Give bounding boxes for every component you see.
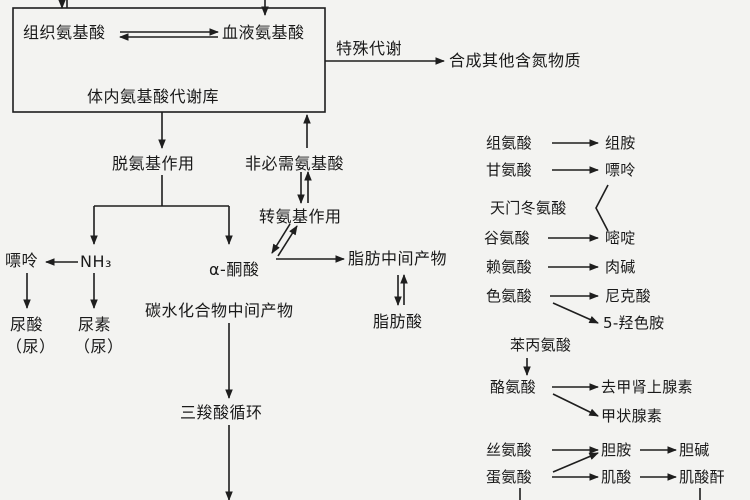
ethanolamine-label: 胆胺 — [601, 441, 632, 459]
glutamate-label: 谷氨酸 — [484, 229, 530, 247]
blood-amino-acid-label: 血液氨基酸 — [222, 23, 305, 42]
norepinephrine-label: 去甲肾上腺素 — [601, 378, 693, 396]
uric-acid-note: （尿） — [6, 337, 56, 356]
carbohydrate-intermediate-label: 碳水化合物中间产物 — [145, 301, 294, 320]
purine-label: 嘌呤 — [5, 251, 39, 270]
purine-product-label: 嘌呤 — [605, 161, 636, 179]
nonessential-amino-acid-label: 非必需氨基酸 — [245, 154, 345, 173]
tissue-amino-acid-label: 组织氨基酸 — [23, 23, 106, 42]
methionine-label: 蛋氨酸 — [486, 468, 532, 486]
nh3-label: NH₃ — [80, 252, 112, 271]
fat-intermediate-label: 脂肪中间产物 — [348, 249, 448, 268]
aspartate-label: 天门冬氨酸 — [490, 199, 567, 217]
pyrimidine-label: 嘧啶 — [605, 229, 636, 247]
choline-label: 胆碱 — [679, 441, 710, 459]
tryptophan-label: 色氨酸 — [486, 287, 532, 305]
serotonin-label: 5-羟色胺 — [603, 314, 665, 332]
urea-label: 尿素 — [78, 315, 112, 334]
tyrosine-label: 酪氨酸 — [490, 378, 536, 396]
glycine-label: 甘氨酸 — [486, 161, 532, 179]
urea-note: （尿） — [74, 337, 124, 356]
amino-acid-pool-title: 体内氨基酸代谢库 — [87, 87, 220, 106]
uric-acid-label: 尿酸 — [10, 315, 44, 334]
creatinine-label: 肌酸酐 — [679, 468, 725, 486]
histamine-label: 组胺 — [605, 134, 636, 152]
serine-label: 丝氨酸 — [486, 441, 532, 459]
deamination-label: 脱氨基作用 — [112, 154, 195, 173]
niacin-label: 尼克酸 — [605, 287, 651, 305]
transamination-label: 转氨基作用 — [259, 207, 342, 226]
phenylalanine-label: 苯丙氨酸 — [510, 336, 572, 354]
creatine-label: 肌酸 — [601, 468, 632, 486]
amino-acid-pool-box — [12, 7, 326, 113]
fatty-acid-label: 脂肪酸 — [373, 312, 423, 331]
thyroxine-label: 甲状腺素 — [601, 407, 663, 425]
lysine-label: 赖氨酸 — [486, 258, 532, 276]
histidine-label: 组氨酸 — [486, 134, 532, 152]
tca-cycle-label: 三羧酸循环 — [180, 403, 263, 422]
alpha-keto-acid-label: α-酮酸 — [209, 260, 260, 279]
carnitine-label: 肉碱 — [605, 258, 636, 276]
other-nitrogen-compounds-label: 合成其他含氮物质 — [449, 51, 582, 70]
special-metabolism-label: 特殊代谢 — [336, 39, 403, 58]
